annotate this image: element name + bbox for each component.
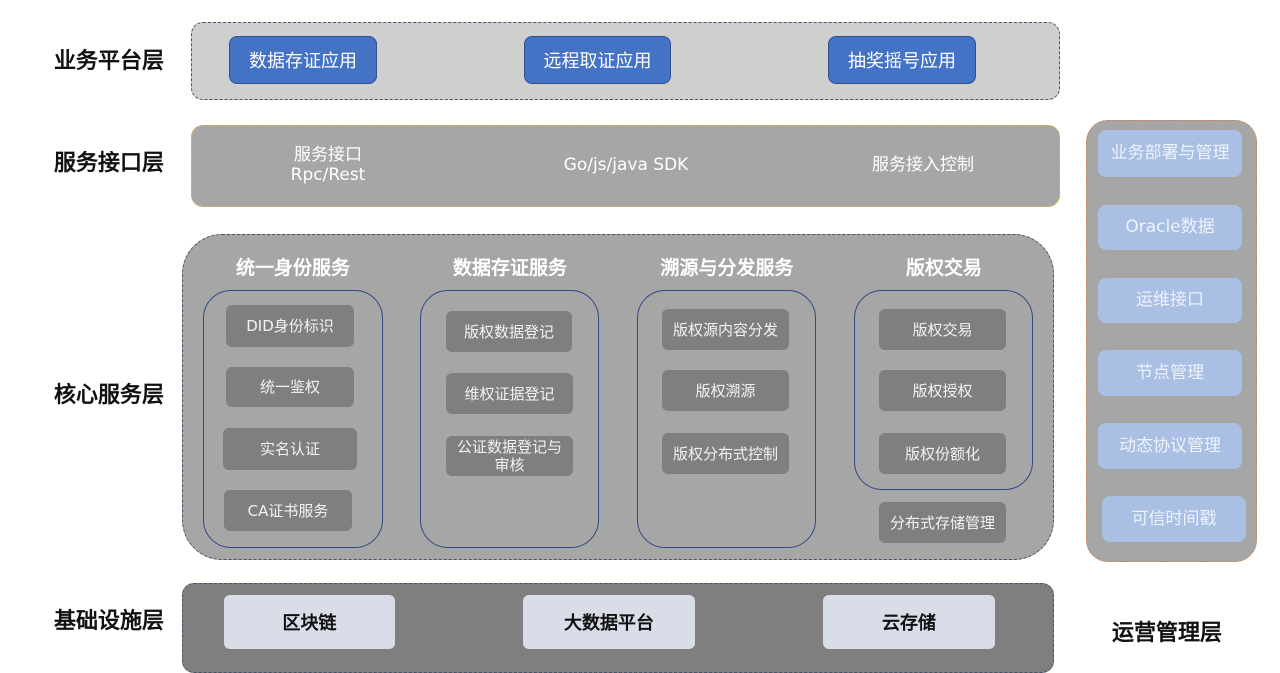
interface-rpc-line1: 服务接口	[294, 145, 362, 165]
ops-node: 节点管理	[1098, 350, 1242, 396]
item-did: DID身份标识	[226, 305, 354, 347]
app-lottery[interactable]: 抽奖摇号应用	[828, 36, 976, 84]
item-dist-control: 版权分布式控制	[662, 433, 789, 474]
interface-rpc-line2: Rpc/Rest	[290, 165, 366, 185]
item-trade: 版权交易	[879, 309, 1006, 350]
ops-deploy: 业务部署与管理	[1098, 130, 1242, 177]
ops-oracle: Oracle数据	[1098, 205, 1242, 250]
group-title-trade: 版权交易	[905, 257, 982, 279]
item-auth: 统一鉴权	[226, 367, 354, 407]
layer-label-infra: 基础设施层	[54, 609, 165, 634]
ops-interface: 运维接口	[1098, 278, 1242, 323]
infra-blockchain: 区块链	[224, 595, 395, 649]
group-trace	[637, 290, 816, 548]
group-title-identity: 统一身份服务	[235, 257, 350, 279]
ops-layer-panel	[1086, 120, 1257, 562]
interface-sdk: Go/js/java SDK	[563, 155, 689, 175]
interface-rpc-rest: 服务接口 Rpc/Rest	[248, 143, 408, 187]
layer-label-business: 业务平台层	[54, 49, 165, 74]
layer-label-interface: 服务接口层	[54, 151, 165, 176]
item-fraction: 版权份额化	[879, 433, 1006, 474]
interface-access-control: 服务接入控制	[872, 155, 974, 175]
group-notarization	[420, 290, 599, 548]
group-trade	[854, 290, 1033, 490]
layer-label-core: 核心服务层	[54, 383, 165, 408]
item-copyright-reg: 版权数据登记	[446, 311, 572, 352]
item-trace: 版权溯源	[662, 370, 789, 411]
group-identity	[203, 290, 383, 548]
ops-timestamp: 可信时间戳	[1102, 496, 1246, 542]
ops-protocol: 动态协议管理	[1098, 423, 1242, 469]
group-title-notarization: 数据存证服务	[452, 257, 567, 279]
infra-bigdata: 大数据平台	[523, 595, 695, 649]
infra-cloud-storage: 云存储	[823, 595, 995, 649]
app-remote-evidence[interactable]: 远程取证应用	[524, 36, 671, 84]
item-realname: 实名认证	[223, 428, 357, 470]
item-notary-reg: 公证数据登记与审核	[446, 436, 573, 476]
app-data-notarization[interactable]: 数据存证应用	[229, 36, 377, 84]
item-evidence-reg: 维权证据登记	[446, 373, 573, 414]
interface-layer-panel	[191, 125, 1060, 207]
item-license: 版权授权	[879, 370, 1006, 411]
group-title-trace: 溯源与分发服务	[660, 257, 794, 279]
item-ca: CA证书服务	[224, 490, 352, 531]
item-dist-storage: 分布式存储管理	[879, 502, 1006, 543]
item-source-dist: 版权源内容分发	[662, 309, 789, 350]
layer-label-ops: 运营管理层	[1112, 621, 1223, 646]
